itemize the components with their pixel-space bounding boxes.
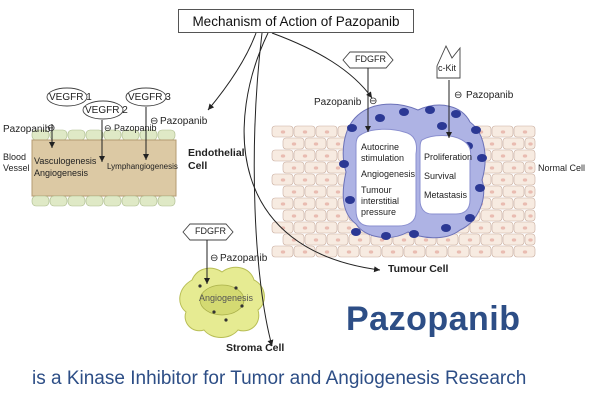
blood-vessel-label-1: Blood: [3, 152, 27, 162]
ckit-receptor-shape: [436, 44, 461, 79]
stroma-angiogenesis-label: Angiogenesis: [199, 293, 254, 303]
blood-vessel-label-2: Vessel: [3, 163, 30, 173]
inhibit-symbol-4: ⊖: [369, 96, 378, 107]
stimulation-label: stimulation: [361, 153, 405, 163]
angiogenesis-label: Angiogenesis: [34, 168, 89, 178]
vessel-inhibit-label-2: Pazopanib: [160, 116, 208, 127]
tumour-fdgfr-receptor-shape: [342, 51, 394, 69]
vegfr1-receptor-shape: [46, 87, 88, 107]
lymphangiogenesis-label: Lymphangiogenesis: [107, 162, 178, 171]
inhibit-symbol-6: ⊖: [210, 253, 219, 264]
vegfr3-receptor-shape: [125, 87, 167, 107]
metastasis-label: Metastasis: [424, 190, 468, 200]
tumour-left-box: [355, 128, 417, 227]
stroma-cell-label: Stroma Cell: [226, 342, 285, 354]
tumour-angiogenesis-label: Angiogenesis: [361, 169, 416, 179]
proliferation-label: Proliferation: [424, 152, 473, 162]
diagram-title: Mechanism of Action of Pazopanib: [178, 9, 414, 33]
inhibit-symbol-2: ⊖: [104, 123, 112, 133]
vasculogenesis-label: Vasculogenesis: [34, 156, 97, 166]
interstitial-label: interstitial: [361, 196, 400, 206]
vessel-inhibit-label-1: Pazopanib: [114, 123, 157, 133]
watermark-title: Pazopanib: [346, 300, 521, 338]
normal-cell-label: Normal Cell: [538, 163, 586, 173]
stroma-fdgfr-label: FDGFR: [195, 226, 226, 236]
endothelial-cell-label-1: Endothelial: [188, 147, 245, 159]
endothelial-cell-label-2: Cell: [188, 160, 208, 172]
autocrine-label: Autocrine: [361, 142, 400, 152]
tumour-fdgfr-label: FDGFR: [355, 54, 386, 64]
vegfr2-label: VEGFR 2: [85, 105, 128, 116]
stroma-fdgfr-receptor-shape: [182, 223, 234, 241]
ckit-label: c-Kit: [438, 63, 456, 73]
inhibit-symbol-1: ⊖: [47, 123, 56, 134]
stroma-cell-shape: [179, 266, 265, 338]
tumour-cell-label: Tumour Cell: [388, 263, 449, 275]
inhibit-symbol-5: ⊖: [454, 90, 463, 101]
tumour-drug-left-label: Pazopanib: [314, 97, 362, 108]
vegfr1-label: VEGFR 1: [49, 92, 92, 103]
watermark-subtitle: is a Kinase Inhibitor for Tumor and Angi…: [32, 368, 527, 389]
tumour-right-box: [419, 135, 472, 215]
stroma-drug-label: Pazopanib: [220, 253, 268, 264]
tumour-word-label: Tumour: [361, 185, 392, 195]
vegfr2-receptor-shape: [82, 100, 124, 120]
inhibit-symbol-3: ⊖: [150, 116, 159, 127]
blood-vessel: [31, 129, 177, 207]
pressure-label: pressure: [361, 207, 397, 217]
vessel-drug-label: Pazopanib: [3, 124, 51, 135]
vegfr3-label: VEGFR 3: [128, 92, 171, 103]
tumour-drug-right-label: Pazopanib: [466, 90, 514, 101]
survival-label: Survival: [424, 171, 457, 181]
